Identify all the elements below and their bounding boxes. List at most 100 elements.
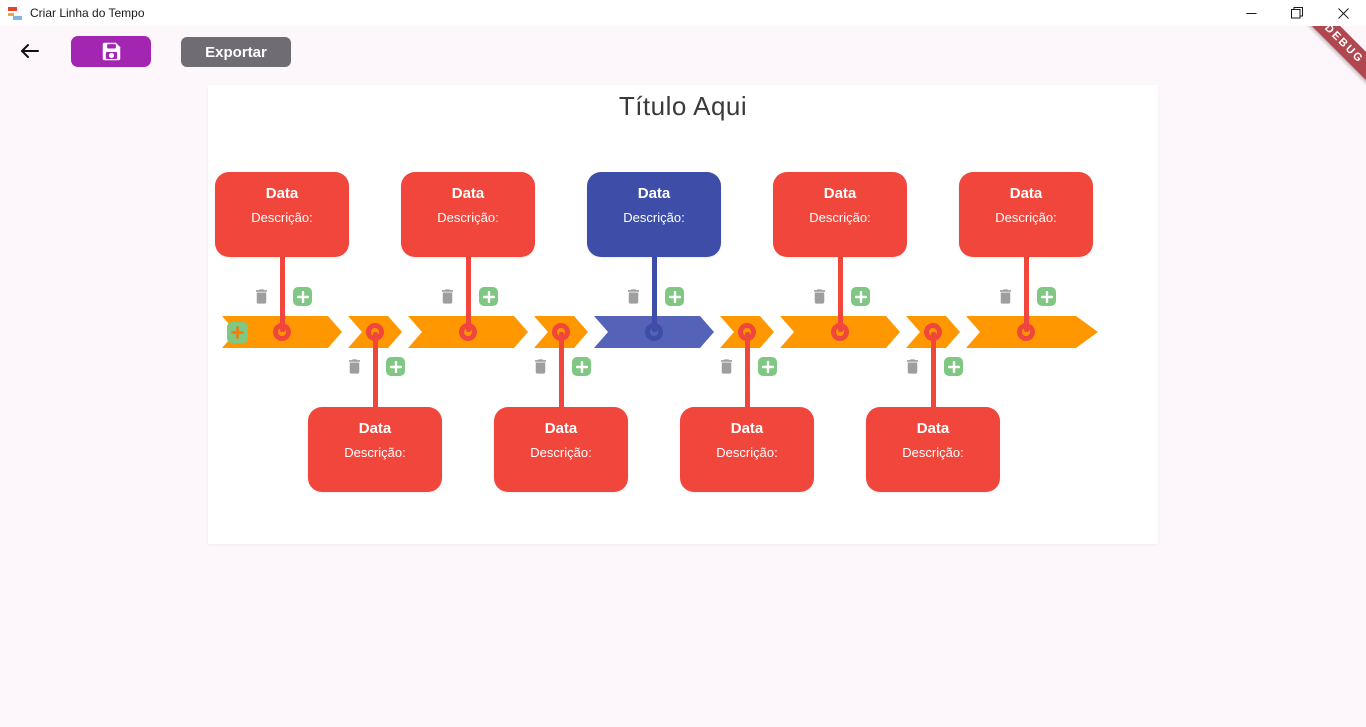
delete-event-button[interactable] [903,357,922,376]
event-connector [651,252,657,332]
trash-icon [348,359,361,374]
debug-banner: DEBUG [1283,26,1366,105]
event-marker[interactable] [552,323,570,341]
event-description-label: Descrição: [716,445,778,460]
event-connector [558,332,564,410]
minimize-button[interactable] [1228,0,1274,26]
add-event-button[interactable] [665,287,684,306]
event-description-label: Descrição: [251,210,313,225]
event-description-label: Descrição: [995,210,1057,225]
save-icon [102,42,120,61]
plus-icon [231,326,244,339]
event-marker[interactable] [831,323,849,341]
add-event-button[interactable] [479,287,498,306]
event-date-label: Data [358,420,392,437]
event-marker[interactable] [645,323,663,341]
close-button[interactable] [1320,0,1366,26]
delete-event-button[interactable] [717,357,736,376]
trash-icon [906,359,919,374]
add-event-button[interactable] [293,287,312,306]
event-marker[interactable] [738,323,756,341]
event-date-label: Data [265,185,299,202]
maximize-button[interactable] [1274,0,1320,26]
trash-icon [720,359,733,374]
add-event-button[interactable] [1037,287,1056,306]
plus-icon [761,360,774,373]
event-date-label: Data [1009,185,1043,202]
trash-icon [999,289,1012,304]
event-date-label: Data [544,420,578,437]
delete-event-button[interactable] [531,357,550,376]
app-icon [8,6,22,20]
event-date-label: Data [637,185,671,202]
event-card[interactable]: Data Descrição: [680,407,814,492]
plus-icon [482,290,495,303]
page-title: Título Aqui [618,91,748,121]
delete-event-button[interactable] [996,287,1015,306]
event-date-label: Data [451,185,485,202]
event-marker[interactable] [924,323,942,341]
minimize-icon [1246,12,1256,14]
export-button[interactable]: Exportar [181,37,291,67]
event-marker[interactable] [459,323,477,341]
event-card[interactable]: Data Descrição: [494,407,628,492]
restore-icon [1291,7,1303,19]
event-date-label: Data [916,420,950,437]
event-connector [279,252,285,332]
plus-icon [668,290,681,303]
trash-icon [441,289,454,304]
trash-icon [255,289,268,304]
plus-icon [389,360,402,373]
event-connector [1023,252,1029,332]
event-marker[interactable] [273,323,291,341]
timeline-canvas: Título Aqui Data Descrição: Data Descriç… [208,85,1158,544]
back-button[interactable] [16,38,44,66]
event-description-label: Descrição: [530,445,592,460]
add-event-button[interactable] [758,357,777,376]
add-event-button[interactable] [572,357,591,376]
event-marker[interactable] [366,323,384,341]
trash-icon [534,359,547,374]
save-button[interactable] [71,36,151,67]
delete-event-button[interactable] [252,287,271,306]
event-marker[interactable] [1017,323,1035,341]
close-icon [1337,7,1349,19]
plus-icon [854,290,867,303]
event-connector [465,252,471,332]
delete-event-button[interactable] [438,287,457,306]
delete-event-button[interactable] [345,357,364,376]
event-description-label: Descrição: [344,445,406,460]
add-event-button[interactable] [386,357,405,376]
event-description-label: Descrição: [809,210,871,225]
event-connector [837,252,843,332]
plus-icon [575,360,588,373]
delete-event-button[interactable] [810,287,829,306]
add-event-button[interactable] [944,357,963,376]
event-connector [372,332,378,410]
plus-icon [1040,290,1053,303]
event-card[interactable]: Data Descrição: [401,172,535,257]
debug-banner-container: DEBUG [1266,26,1366,126]
back-arrow-icon [21,43,39,58]
event-date-label: Data [823,185,857,202]
event-connector [930,332,936,410]
delete-event-button[interactable] [624,287,643,306]
event-connector [744,332,750,410]
event-description-label: Descrição: [902,445,964,460]
window-controls [1228,0,1366,26]
window-titlebar: Criar Linha do Tempo [0,0,1366,26]
event-card[interactable]: Data Descrição: [866,407,1000,492]
trash-icon [813,289,826,304]
plus-icon [296,290,309,303]
event-card[interactable]: Data Descrição: [308,407,442,492]
event-date-label: Data [730,420,764,437]
window-title: Criar Linha do Tempo [30,6,145,20]
event-card[interactable]: Data Descrição: [215,172,349,257]
trash-icon [627,289,640,304]
add-event-start-button[interactable] [227,322,248,343]
event-card[interactable]: Data Descrição: [959,172,1093,257]
add-event-button[interactable] [851,287,870,306]
event-card[interactable]: Data Descrição: [587,172,721,257]
event-card[interactable]: Data Descrição: [773,172,907,257]
event-description-label: Descrição: [437,210,499,225]
